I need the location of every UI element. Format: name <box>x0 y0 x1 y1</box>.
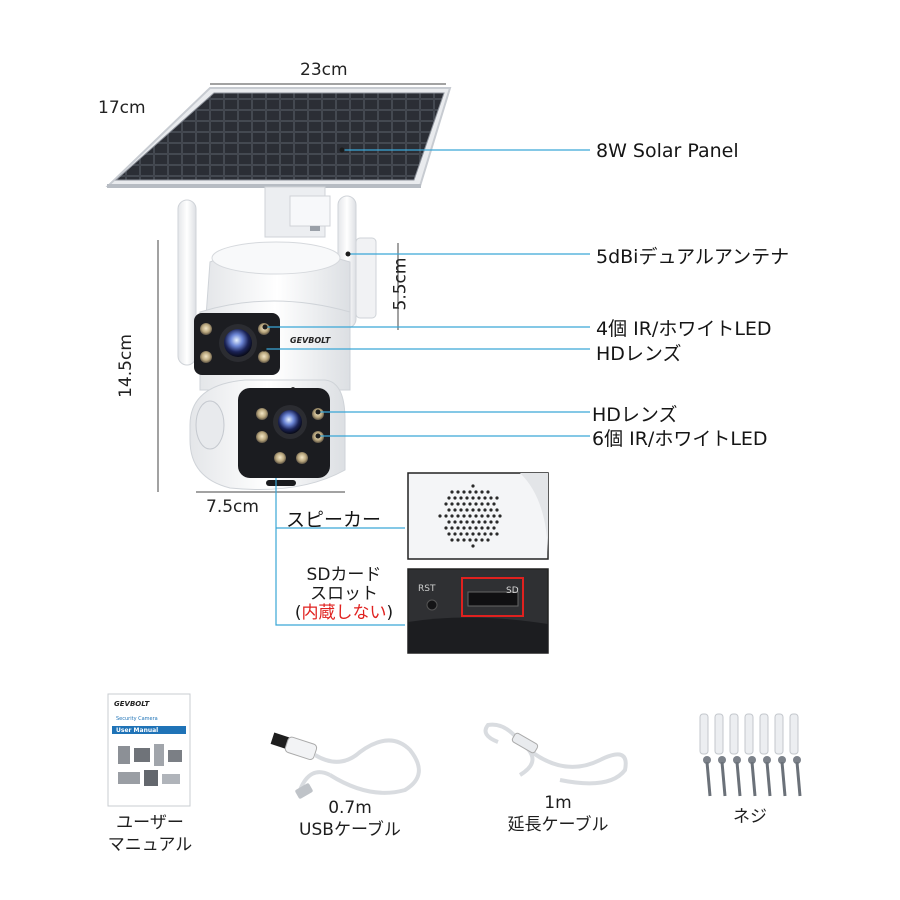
usb-cable-caption: 0.7m USBケーブル <box>299 798 401 840</box>
solar-panel-label: 8W Solar Panel <box>596 140 739 162</box>
callout-dots <box>261 147 351 439</box>
speaker-label: スピーカー <box>286 509 382 531</box>
camera-body <box>177 186 377 490</box>
manual-image <box>107 693 191 807</box>
extension-cable-caption: 1m 延長ケーブル <box>507 793 609 835</box>
depth-dimension: 17cm <box>98 98 146 118</box>
antenna-dimension: 5.5cm <box>390 257 411 311</box>
top-led-label: 4個 IR/ホワイトLED <box>596 318 772 340</box>
height-dimension: 14.5cm <box>115 334 136 398</box>
callout-lines <box>264 149 590 626</box>
screws-image <box>699 713 802 797</box>
sd-label-line1: SDカード <box>306 565 382 585</box>
dimension-lines <box>157 83 446 493</box>
base-dimension: 7.5cm <box>206 497 259 517</box>
width-dimension: 23cm <box>300 60 348 80</box>
extension-cable-image <box>483 722 628 786</box>
manual-banner: User Manual <box>116 727 159 734</box>
manual-subtitle: Security Camera <box>116 716 158 722</box>
sd-slot-label: SDカード スロット (内蔵しない) <box>282 566 406 623</box>
sd-label-line2: スロット <box>310 584 378 604</box>
camera-brand-logo: GEVBOLT <box>290 336 331 345</box>
usb-cable-image <box>270 732 421 799</box>
not-included-note: 内蔵しない <box>301 603 387 623</box>
reset-port-label: RST <box>418 584 436 594</box>
bottom-lens-label: HDレンズ <box>592 404 678 426</box>
manual-caption: ユーザー マニュアル <box>107 813 193 855</box>
solar-panel <box>105 87 452 188</box>
speaker-detail <box>407 472 549 560</box>
sd-slot-detail <box>407 568 549 654</box>
bottom-led-label: 6個 IR/ホワイトLED <box>592 428 768 450</box>
sd-label-line3: (内蔵しない) <box>294 603 394 623</box>
screws-caption: ネジ <box>733 807 767 827</box>
sd-port-label: SD <box>506 586 519 596</box>
manual-brand: GEVBOLT <box>114 700 150 708</box>
antenna-label: 5dBiデュアルアンテナ <box>596 246 790 268</box>
top-lens-label: HDレンズ <box>596 343 682 365</box>
